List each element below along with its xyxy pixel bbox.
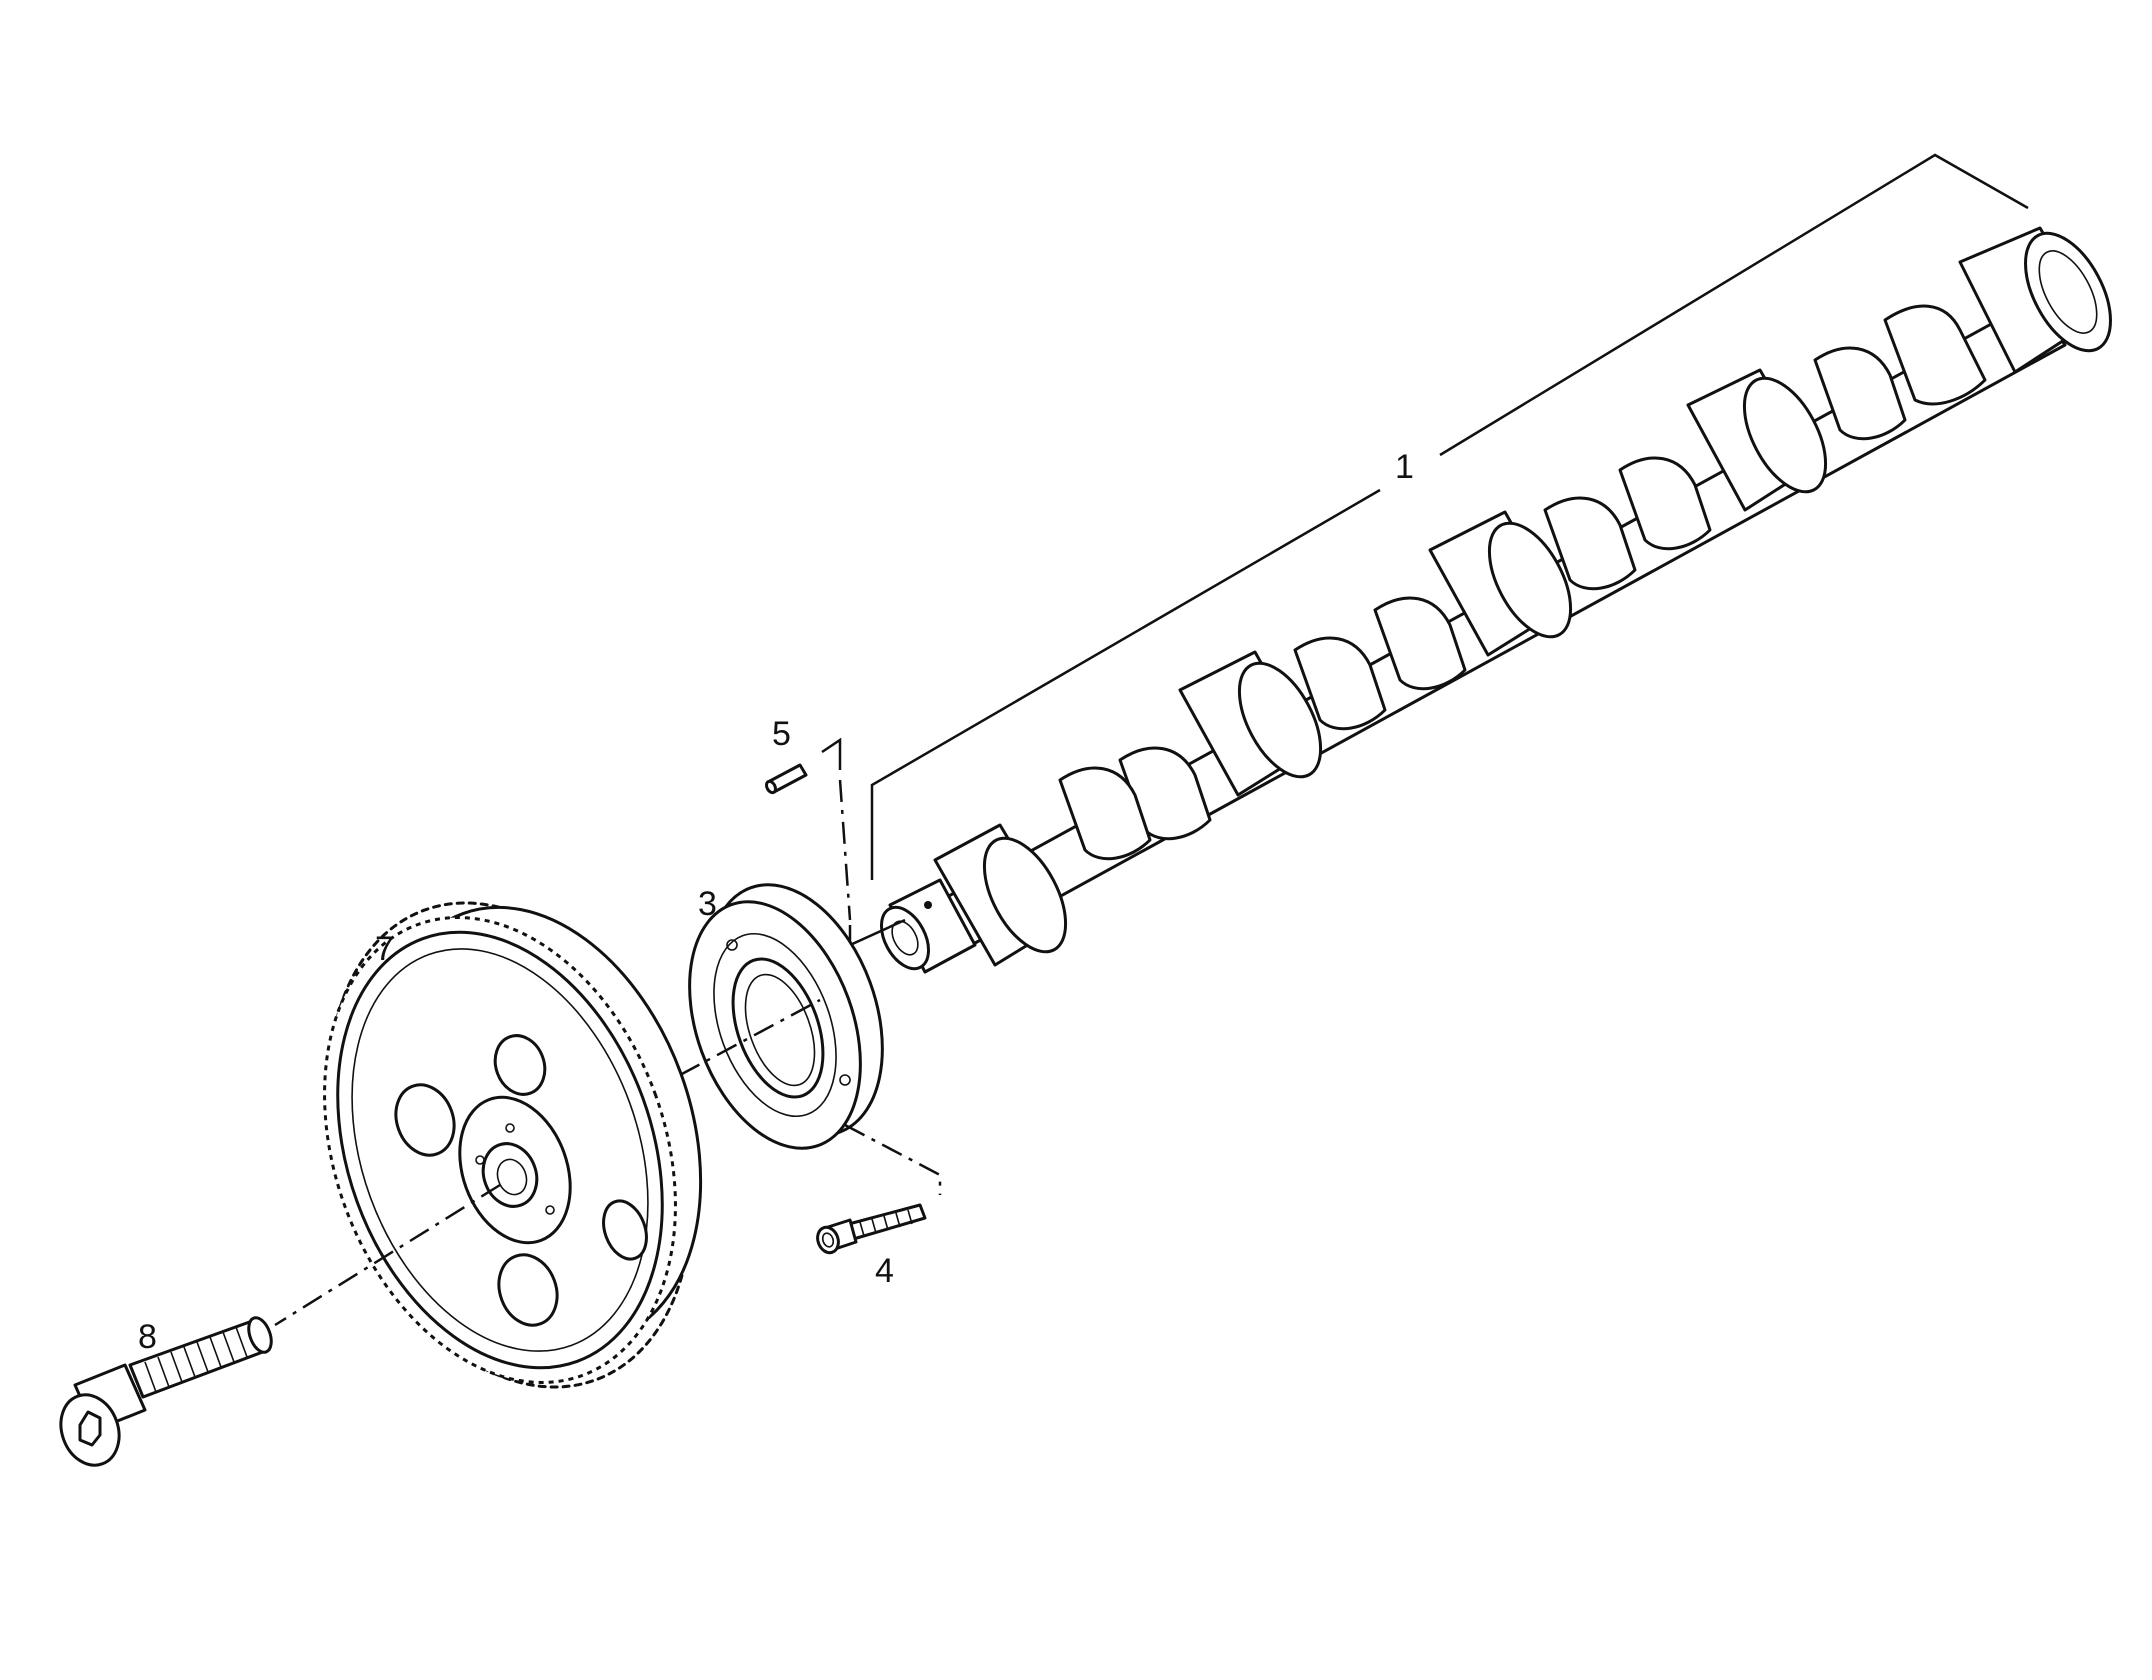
callout-8: 8 xyxy=(138,1318,157,1356)
callout-1-bracket xyxy=(870,153,2029,880)
camshaft-gear xyxy=(274,901,703,1389)
camshaft xyxy=(880,226,2112,974)
callout-labels: 1 3 4 5 7 8 xyxy=(138,448,1414,1356)
gear-bolt xyxy=(59,1316,273,1467)
callout-7: 7 xyxy=(375,930,394,968)
callout-3: 3 xyxy=(698,885,717,923)
callout-4: 4 xyxy=(875,1252,894,1290)
callout-5: 5 xyxy=(772,715,791,753)
thrust-plate-screw xyxy=(816,1123,942,1255)
callout-1: 1 xyxy=(1395,448,1414,486)
thrust-plate xyxy=(679,883,884,1150)
